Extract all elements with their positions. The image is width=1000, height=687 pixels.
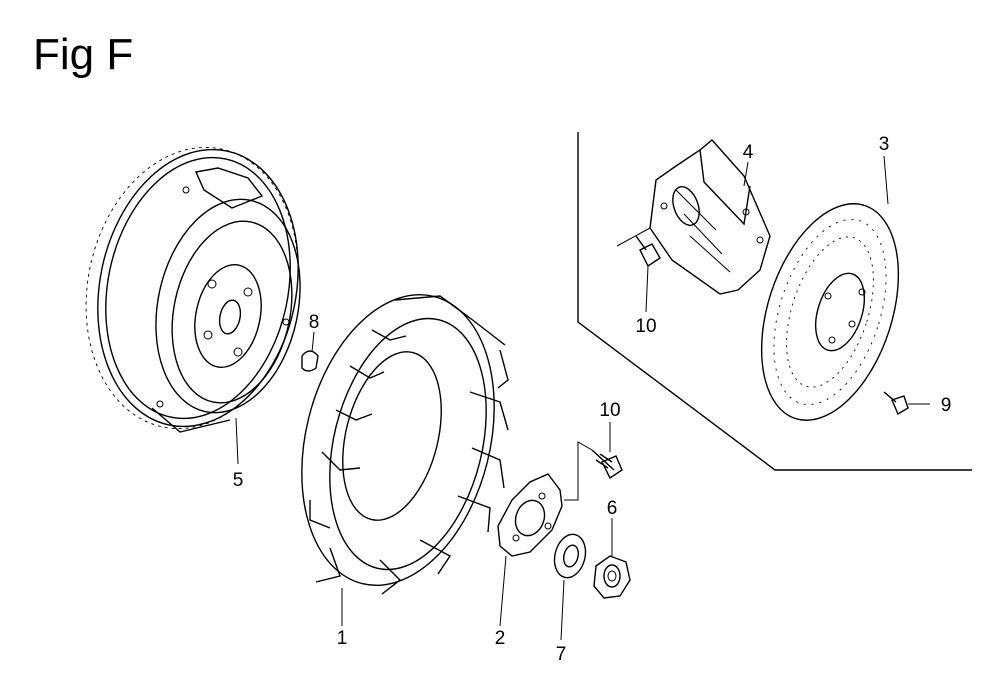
figure-title: Fig F	[33, 30, 134, 79]
pulley-icon	[649, 139, 771, 295]
callout-9: 9	[941, 395, 952, 416]
plate-icon	[497, 473, 563, 557]
inset-outline	[577, 132, 972, 471]
bolt-icon	[591, 449, 623, 480]
cooling-fan-icon	[301, 293, 509, 595]
callout-10-lower: 10	[599, 400, 620, 421]
callout-5: 5	[233, 470, 244, 491]
callout-1: 1	[337, 628, 348, 649]
nut-icon	[593, 555, 631, 599]
callout-2: 2	[495, 628, 506, 649]
screw-icon	[883, 391, 909, 416]
callout-4: 4	[743, 142, 754, 163]
callout-7: 7	[556, 644, 567, 665]
bolt-icon	[616, 227, 661, 268]
key-icon	[301, 350, 319, 372]
washer-icon	[553, 533, 587, 579]
callout-8: 8	[309, 312, 320, 333]
callout-10-upper: 10	[635, 316, 656, 337]
flywheel-icon	[85, 146, 301, 433]
callout-3: 3	[879, 134, 890, 155]
callout-6: 6	[607, 498, 618, 519]
leader-lines	[235, 155, 930, 641]
